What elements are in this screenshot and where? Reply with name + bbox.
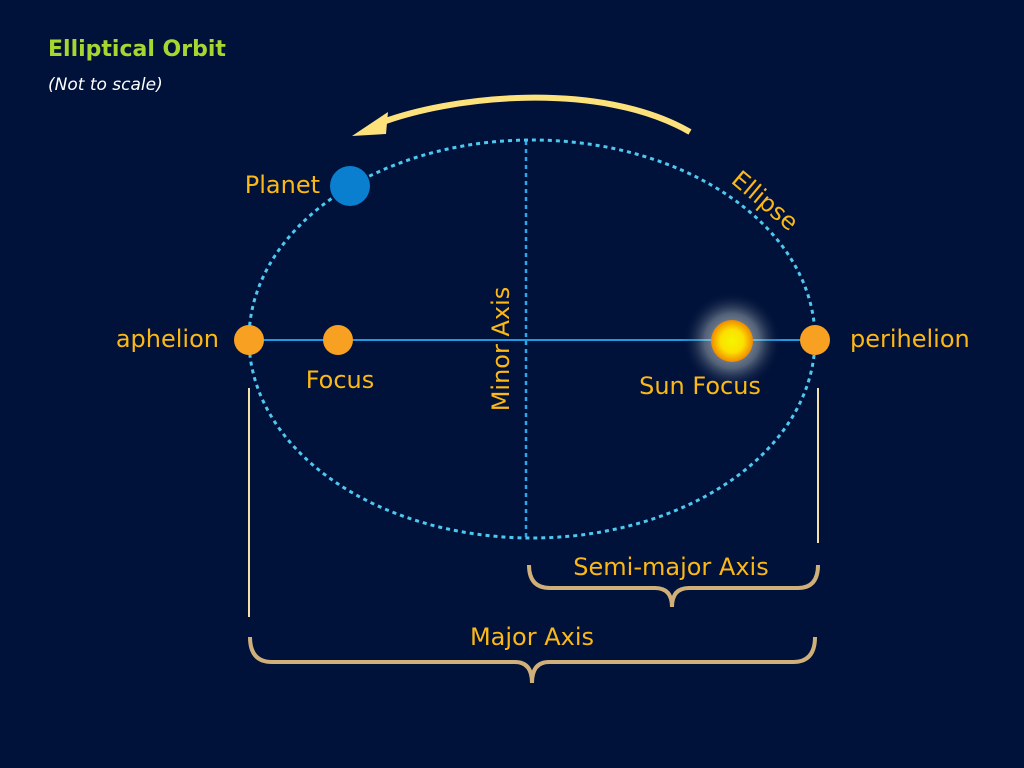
focus-label: Focus [306,366,375,394]
orbit-direction-arrow [373,94,692,135]
aphelion-point [234,325,264,355]
minor-axis-label: Minor Axis [487,287,515,412]
planet-label: Planet [245,171,320,199]
planet [330,166,370,206]
title: Elliptical Orbit [48,37,226,62]
sun-focus-label: Sun Focus [639,372,761,400]
arrowhead-icon [352,112,388,136]
aphelion-label: aphelion [116,325,219,353]
perihelion-label: perihelion [850,325,970,353]
subtitle: (Not to scale) [48,75,163,95]
sun [711,320,753,362]
major-axis-brace [248,636,817,684]
focus-point [323,325,353,355]
semi-major-axis-label: Semi-major Axis [573,553,768,581]
semi-major-axis-brace [527,564,820,608]
major-axis-label: Major Axis [470,623,594,651]
perihelion-point [800,325,830,355]
